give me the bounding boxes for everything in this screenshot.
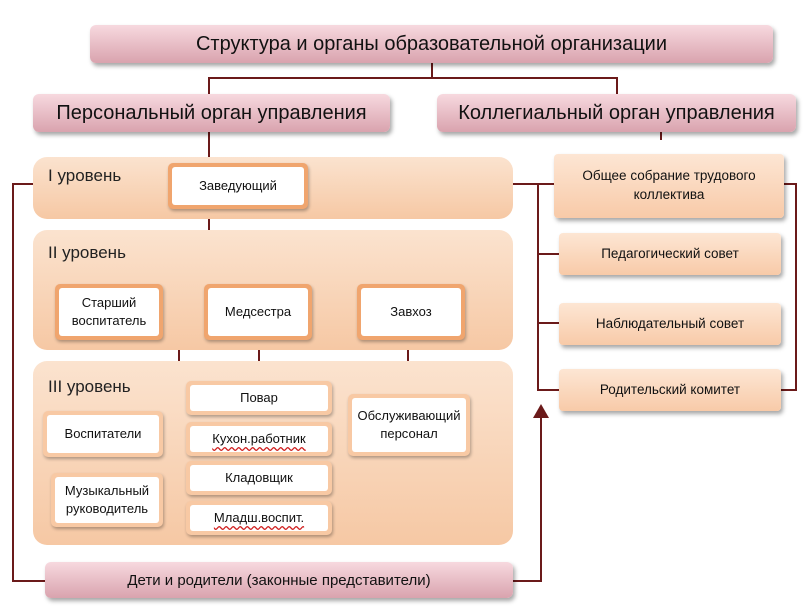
node-senior-educator-text: Старший воспитатель: [59, 288, 159, 336]
body-pedagogical-council: Педагогический совет: [559, 233, 781, 275]
level-1-label: I уровень: [48, 166, 122, 185]
node-nurse-text: Медсестра: [208, 288, 308, 336]
body-general-meeting: Общее собрание трудового коллектива: [554, 154, 784, 218]
personal-branch-label: Персональный орган управления: [56, 101, 367, 124]
node-supply-manager: Завхоз: [357, 284, 465, 340]
personal-branch-header: Персональный орган управления: [33, 94, 390, 132]
node-storekeeper: Кладовщик: [186, 461, 332, 495]
footer-label: Дети и родители (законные представители): [127, 571, 431, 589]
node-educators-text: Воспитатели: [47, 415, 159, 453]
node-head: Заведующий: [168, 163, 308, 209]
collegial-branch-label: Коллегиальный орган управления: [458, 101, 775, 124]
body-supervisory-council-text: Наблюдательный совет: [595, 315, 745, 331]
level-3-label: III уровень: [48, 377, 131, 396]
footer-bar: Дети и родители (законные представители): [45, 562, 513, 598]
node-cook-text: Повар: [190, 385, 328, 411]
arrow-up-icon: [533, 404, 549, 418]
body-parent-committee: Родительский комитет: [559, 369, 781, 411]
node-kitchen-worker: Кухон.работник: [186, 422, 332, 456]
node-nurse: Медсестра: [204, 284, 312, 340]
node-music-director: Музыкальный руководитель: [51, 473, 163, 527]
node-senior-educator: Старший воспитатель: [55, 284, 163, 340]
node-head-text: Заведующий: [172, 167, 304, 205]
body-general-meeting-text: Общее собрание трудового коллектива: [582, 168, 756, 202]
node-kitchen-worker-inner: Кухон.работник: [190, 426, 328, 452]
collegial-branch-header: Коллегиальный орган управления: [437, 94, 796, 132]
node-service-staff: Обслуживающий персонал: [348, 394, 470, 456]
node-storekeeper-text: Кладовщик: [190, 465, 328, 491]
node-cook: Повар: [186, 381, 332, 415]
node-educators: Воспитатели: [43, 411, 163, 457]
body-parent-committee-text: Родительский комитет: [599, 381, 741, 397]
root-title-text: Структура и органы образовательной орган…: [195, 32, 668, 55]
node-junior-educator-inner: Младш.воспит.: [190, 505, 328, 531]
node-junior-educator: Младш.воспит.: [186, 501, 332, 535]
node-junior-educator-text: Младш.воспит.: [213, 510, 305, 526]
body-supervisory-council: Наблюдательный совет: [559, 303, 781, 345]
node-supply-manager-text: Завхоз: [361, 288, 461, 336]
node-service-staff-text: Обслуживающий персонал: [352, 398, 466, 452]
node-kitchen-worker-text: Кухон.работник: [212, 431, 306, 447]
body-pedagogical-council-text: Педагогический совет: [601, 245, 739, 261]
root-title: Структура и органы образовательной орган…: [90, 25, 773, 63]
level-2-label: II уровень: [48, 243, 126, 262]
node-music-director-text: Музыкальный руководитель: [55, 477, 159, 523]
